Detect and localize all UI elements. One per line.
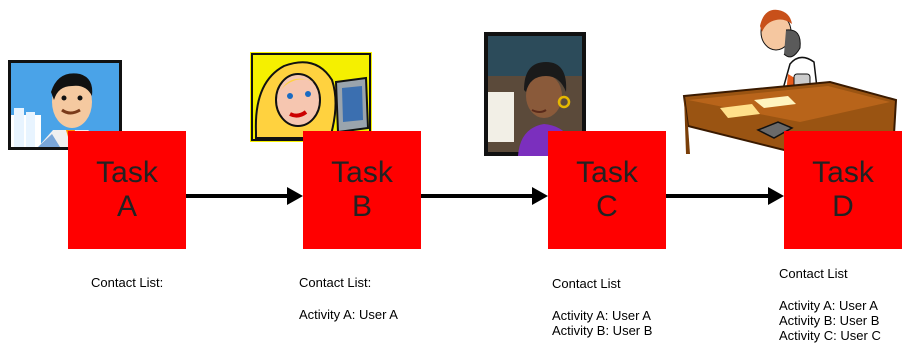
task-a-box: Task A bbox=[68, 131, 186, 249]
contact-list-c: Contact List Activity A: User A Activity… bbox=[552, 276, 652, 338]
contact-list-c-line: Activity A: User A bbox=[552, 308, 651, 323]
task-d-letter: D bbox=[832, 190, 854, 223]
contact-list-b: Contact List: Activity A: User A bbox=[299, 275, 398, 322]
woman-at-computer-icon bbox=[250, 52, 372, 142]
contact-list-d: Contact List Activity A: User A Activity… bbox=[779, 266, 881, 343]
task-d-word: Task bbox=[812, 156, 874, 189]
contact-list-c-line: Activity B: User B bbox=[552, 323, 653, 338]
contact-list-a: Contact List: bbox=[91, 275, 163, 290]
contact-list-d-line: Activity A: User A bbox=[779, 298, 878, 313]
task-d-box: Task D bbox=[784, 131, 902, 249]
contact-list-d-line: Activity C: User C bbox=[779, 328, 881, 343]
contact-list-a-heading: Contact List: bbox=[91, 275, 164, 290]
task-b-word: Task bbox=[331, 156, 393, 189]
task-a-word: Task bbox=[96, 156, 158, 189]
contact-list-b-heading: Contact List: bbox=[299, 275, 372, 290]
contact-list-b-line: Activity A: User A bbox=[299, 307, 398, 322]
task-b-box: Task B bbox=[303, 131, 421, 249]
contact-list-d-line: Activity B: User B bbox=[779, 313, 880, 328]
task-c-box: Task C bbox=[548, 131, 666, 249]
task-a-letter: A bbox=[116, 190, 137, 223]
task-b-letter: B bbox=[351, 190, 372, 223]
contact-list-d-heading: Contact List bbox=[779, 266, 848, 281]
task-c-letter: C bbox=[596, 190, 618, 223]
task-c-word: Task bbox=[576, 156, 638, 189]
contact-list-c-heading: Contact List bbox=[552, 276, 621, 291]
